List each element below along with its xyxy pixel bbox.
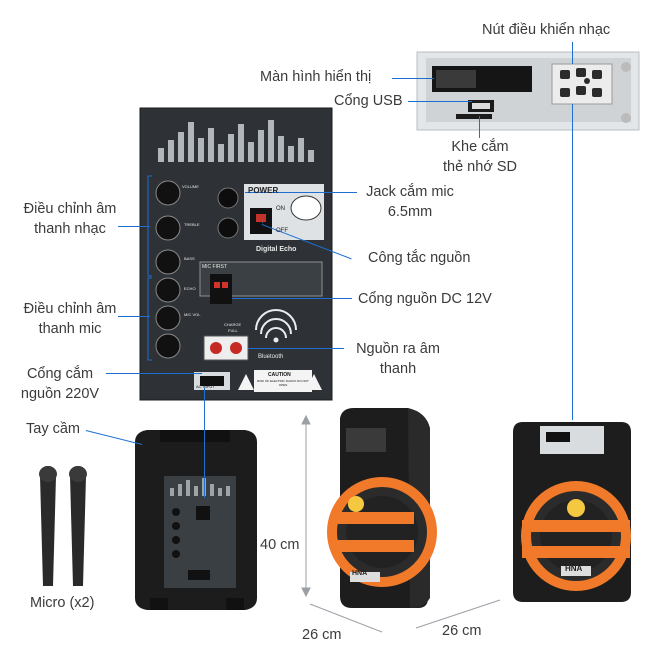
panel-power-text: POWER [248, 186, 279, 195]
ac-input-port [200, 376, 224, 386]
panel-volume-text: VOLUME [182, 184, 199, 189]
leader-line [262, 222, 263, 223]
speaker-rear [135, 430, 257, 610]
height-label: 40 cm [260, 537, 300, 553]
panel-charge-text: CHARGE [224, 322, 242, 327]
dc-port [210, 274, 232, 304]
microphones [39, 466, 87, 586]
brand-logo-front: HNA [565, 564, 583, 573]
panel-caution-text: CAUTION [268, 372, 291, 378]
mic-adjust-label-line2: thanh mic [38, 320, 102, 337]
dimension-lines [301, 414, 501, 633]
depth-label: 26 cm [442, 623, 482, 639]
sd-slot-label-line2: thẻ nhớ SD [443, 158, 517, 175]
audio-out-label-line2: thanh [379, 360, 417, 377]
mic-knobs [155, 277, 181, 359]
leader-line [479, 116, 480, 138]
leader-line [118, 316, 150, 317]
display-label: Màn hình hiển thị [260, 69, 372, 85]
leader-line [204, 388, 205, 498]
panel-ac-input-text: AC INPUT [196, 384, 215, 389]
leader-line [232, 298, 352, 299]
leader-line [572, 104, 573, 420]
handle-label: Tay cầm [26, 421, 80, 437]
panel-on-text: ON [276, 206, 285, 212]
sd-slot-label: Khe cắm thẻ nhớ SD [428, 138, 532, 177]
mic-jack-label: Jack cắm mic 6.5mm [360, 183, 460, 222]
mic-jack-label-line1: Jack cắm mic [366, 184, 454, 200]
music-adjust-label: Điều chỉnh âm thanh nhạc [14, 200, 126, 239]
panel-echo-text: ECHO [184, 286, 196, 291]
panel-caution-sub-text: RISK OF ELECTRIC SHOCK DO NOT OPEN [257, 379, 309, 387]
speaker-front [513, 422, 631, 602]
width-label: 26 cm [302, 627, 342, 643]
leader-line [392, 78, 434, 79]
mic-adjust-label: Điều chỉnh âm thanh mic [14, 300, 126, 339]
ac-port-label-line2: nguồn 220V [20, 385, 100, 402]
panel-treble-text: TREBLE [184, 222, 200, 227]
usb-port-label: Cổng USB [334, 93, 403, 109]
music-buttons [560, 68, 602, 97]
leader-line [248, 348, 344, 349]
panel-mic-first-text: MIC FIRST [202, 264, 227, 270]
leader-line [245, 192, 357, 193]
music-buttons-label: Nút điều khiển nhạc [482, 22, 611, 38]
music-knobs [155, 180, 181, 275]
rear-panel [139, 107, 333, 401]
control-module [416, 51, 640, 131]
panel-off-text: OFF [276, 228, 288, 234]
leader-line [572, 42, 573, 64]
audio-out-label-line1: Nguồn ra âm [356, 341, 440, 357]
micro-label: Micro (x2) [30, 595, 95, 611]
music-adjust-label-line1: Điều chỉnh âm [23, 201, 117, 217]
leader-line [408, 101, 472, 102]
panel-bluetooth-text: Bluetooth [258, 354, 284, 360]
speaker-angled [327, 408, 437, 608]
mic-jack-label-line2: 6.5mm [387, 203, 433, 220]
panel-full-text: FULL [228, 328, 238, 333]
audio-out-label: Nguồn ra âm thanh [340, 340, 456, 379]
ac-port-label: Cổng cắm nguồn 220V [12, 365, 108, 404]
power-switch-label: Công tắc nguồn [368, 250, 471, 266]
ac-port-label-line1: Cổng cắm [26, 366, 94, 382]
leader-line [118, 226, 150, 227]
dc-port-label: Cổng nguồn DC 12V [358, 291, 492, 307]
sd-slot [456, 114, 492, 119]
panel-digital-echo-text: Digital Echo [256, 246, 297, 253]
mic-adjust-label-line1: Điều chỉnh âm [23, 301, 117, 317]
panel-mic-vol-text: MIC VOL [184, 312, 201, 317]
panel-bass-text: BASS [184, 256, 195, 261]
sd-slot-label-line1: Khe cắm [451, 139, 509, 155]
leader-line [106, 373, 202, 374]
brand-logo-angled: HNA [352, 570, 368, 577]
music-adjust-label-line2: thanh nhạc [34, 220, 106, 237]
